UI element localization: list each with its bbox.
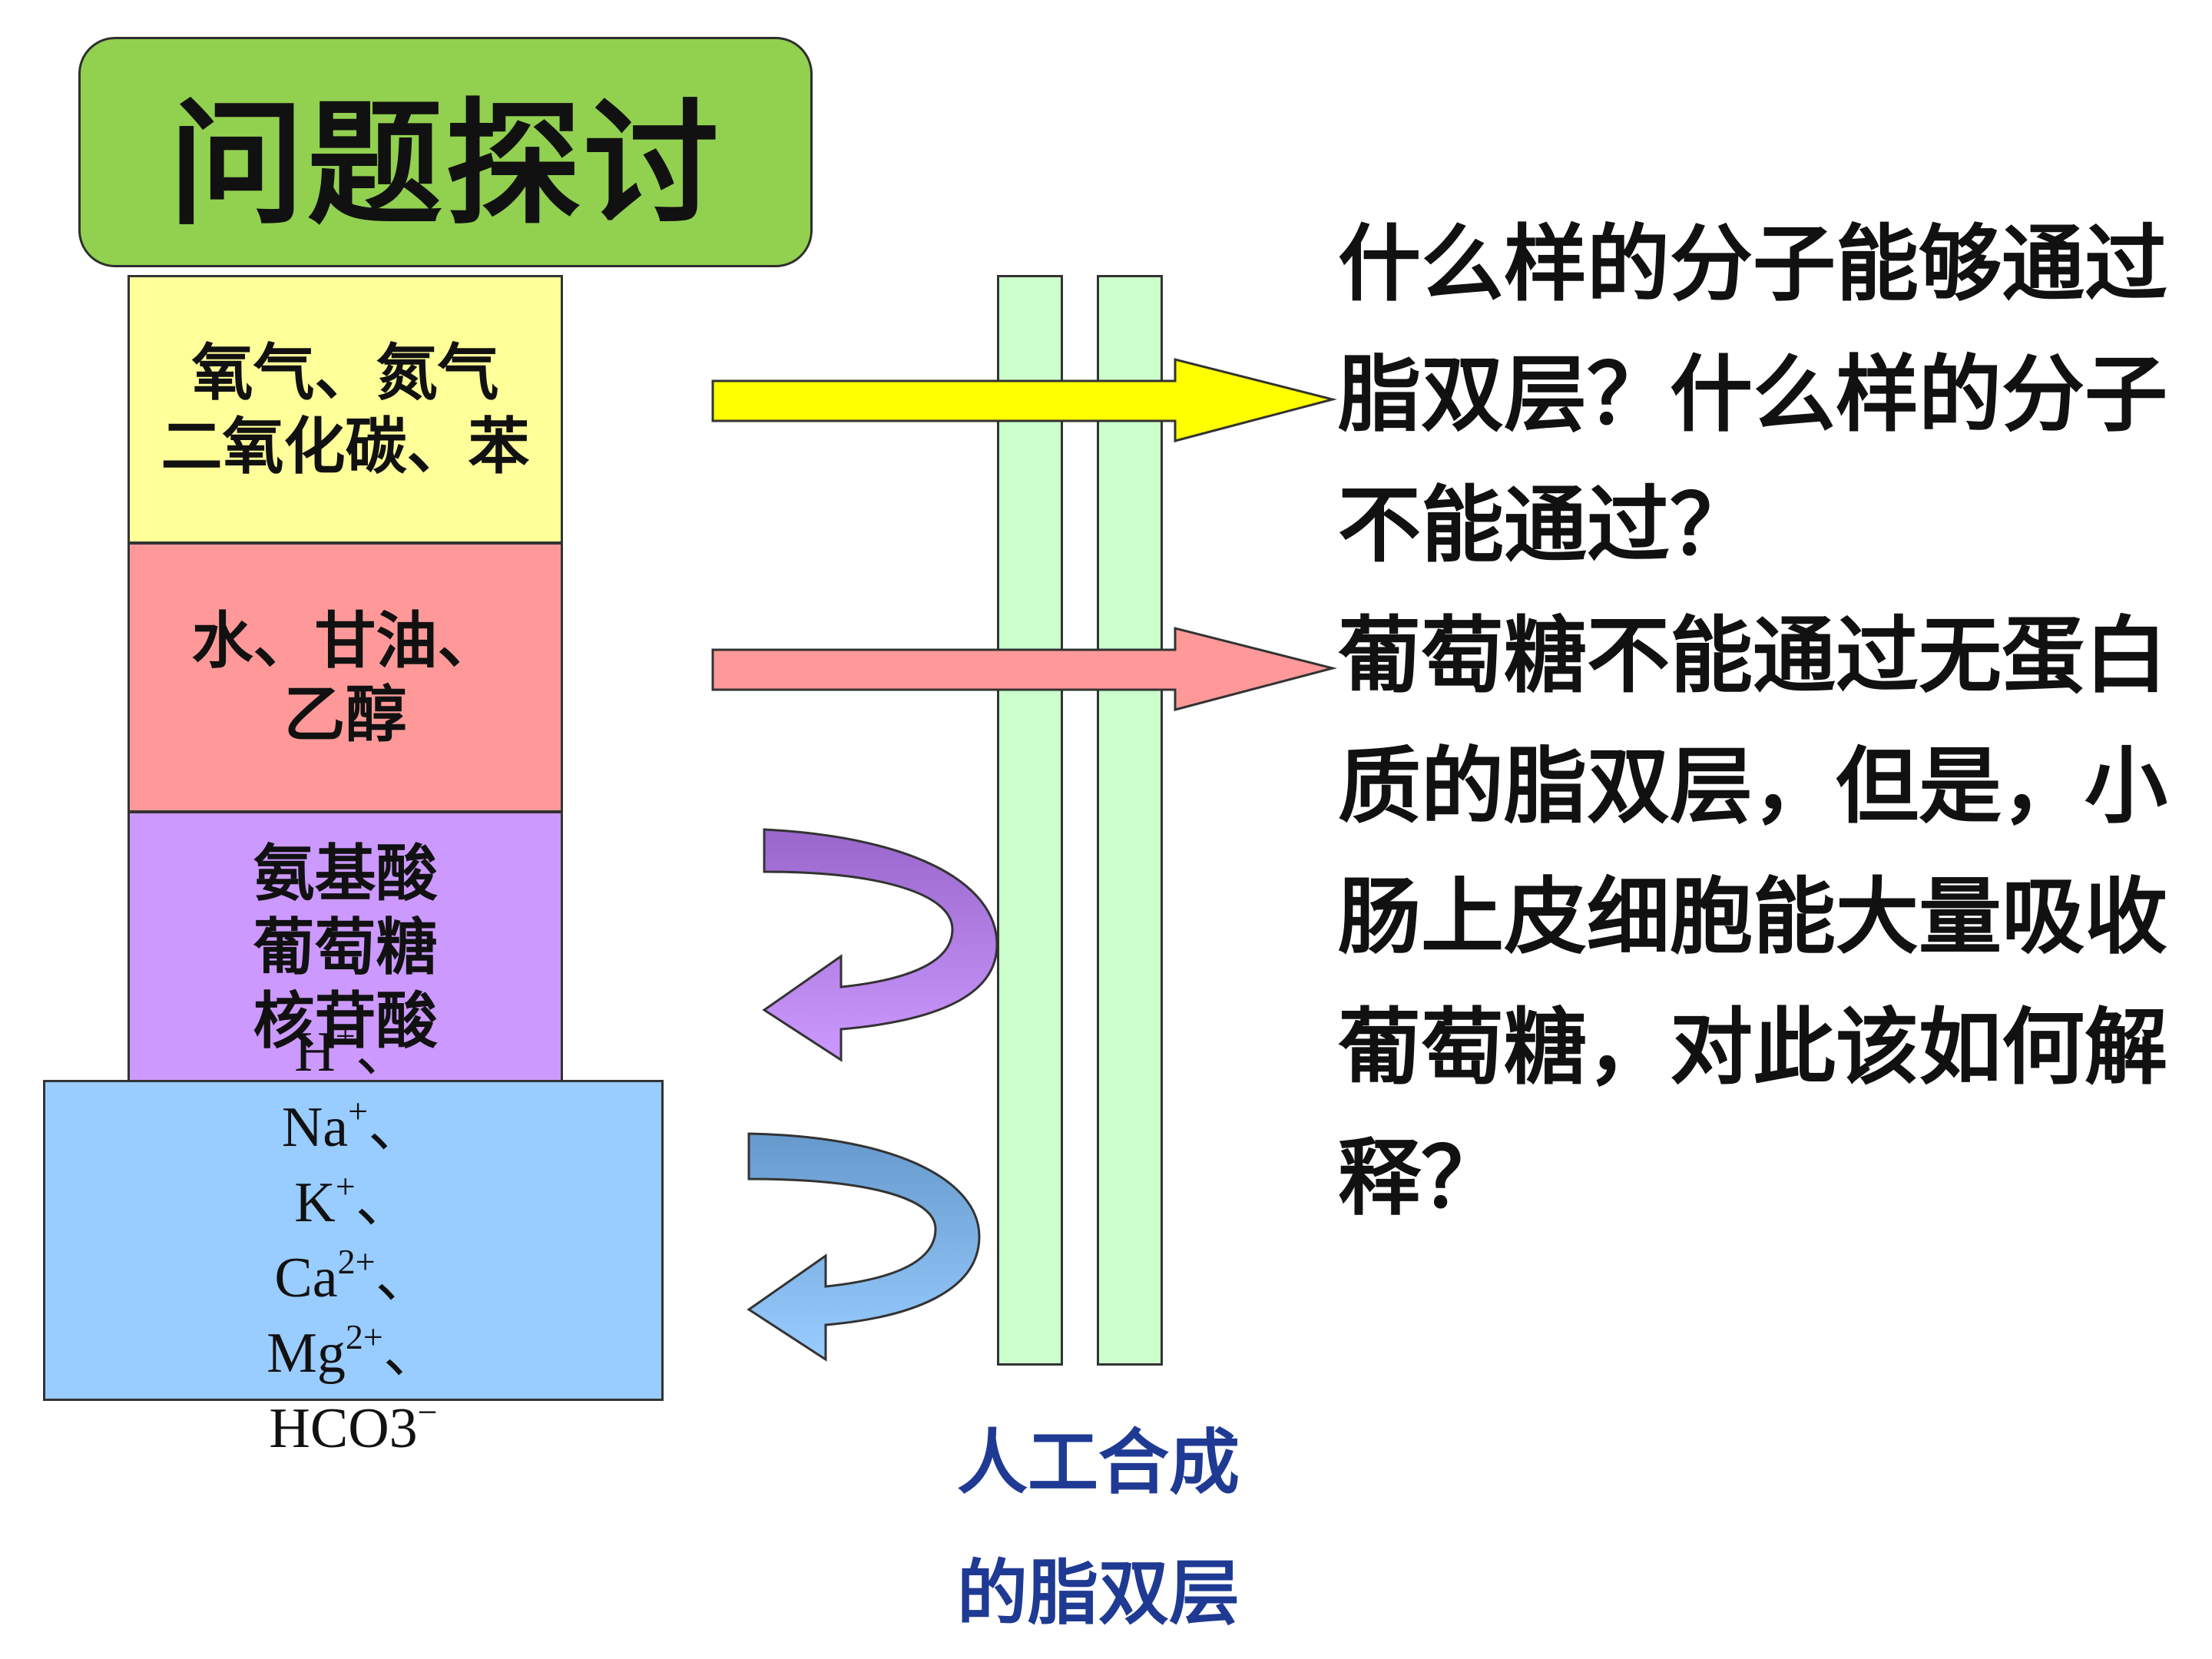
ion-sep: 、 [375, 1247, 432, 1310]
bilayer-label-line-1: 人工合成 [956, 1422, 1240, 1504]
block-gases-line-2: 二氧化碳、苯 [161, 410, 530, 482]
ion-hco3-charge: − [417, 1392, 438, 1432]
ion-ca-charge: 2+ [337, 1242, 376, 1281]
ion-k: K [294, 1171, 336, 1234]
question-1: 什么样的分子能够通过脂双层？什么样的分子不能通过？ [1338, 217, 2168, 574]
ion-sep: 、 [355, 1171, 412, 1234]
ion-h: H [294, 1021, 336, 1084]
ion-na: Na [281, 1096, 349, 1159]
block-small-polar-line-2: 乙醇 [283, 678, 407, 750]
title-box: 问题探讨 [78, 37, 813, 267]
block-large-polar-line-1: 氨基酸 [253, 837, 438, 909]
block-large-polar: 氨基酸 葡萄糖 核苷酸 [127, 811, 563, 1083]
ion-ca: Ca [274, 1247, 338, 1310]
ions-line-1: H+、Na+、K+、 [267, 1015, 440, 1240]
question-text: 什么样的分子能够通过脂双层？什么样的分子不能通过？ 葡萄糖不能通过无蛋白质的脂双… [1338, 200, 2183, 1244]
ion-na-charge: + [348, 1091, 369, 1131]
arrow-pass-yellow [711, 358, 1337, 442]
block-small-polar-line-1: 水、甘油、 [191, 604, 499, 677]
arrow-bounce-purple [762, 828, 998, 1062]
ion-h-charge: + [335, 1016, 356, 1055]
bilayer-label: 人工合成 的脂双层 [922, 1398, 1275, 1659]
ion-k-charge: + [335, 1167, 356, 1206]
block-large-polar-line-3: 核苷酸 [253, 985, 438, 1057]
block-large-polar-line-2: 葡萄糖 [253, 911, 438, 983]
ion-hco3: HCO3 [269, 1397, 418, 1460]
block-ions: H+、Na+、K+、 Ca2+、Mg2+、 HCO3− [43, 1018, 664, 1460]
membrane-layer-inner [1097, 275, 1163, 1366]
ion-mg: Mg [267, 1322, 346, 1385]
block-small-polar: 水、甘油、 乙醇 [127, 542, 563, 813]
ion-sep: 、 [382, 1322, 440, 1385]
ion-sep: 、 [368, 1096, 426, 1159]
bilayer-label-line-2: 的脂双层 [956, 1552, 1240, 1634]
block-gases-line-1: 氧气、氮气 [191, 336, 499, 409]
ions-line-2: Ca2+、Mg2+、 [267, 1240, 440, 1391]
ion-mg-charge: 2+ [345, 1317, 383, 1356]
arrow-bounce-blue [747, 1132, 981, 1362]
membrane-layer-outer [997, 275, 1063, 1366]
page-title: 问题探讨 [168, 85, 722, 243]
ion-sep: 、 [355, 1021, 412, 1084]
ions-line-3: HCO3− [267, 1391, 440, 1466]
question-2: 葡萄糖不能通过无蛋白质的脂双层，但是，小肠上皮细胞能大量吸收葡萄糖，对此该如何解… [1338, 608, 2168, 1227]
arrow-pass-pink [711, 627, 1337, 711]
